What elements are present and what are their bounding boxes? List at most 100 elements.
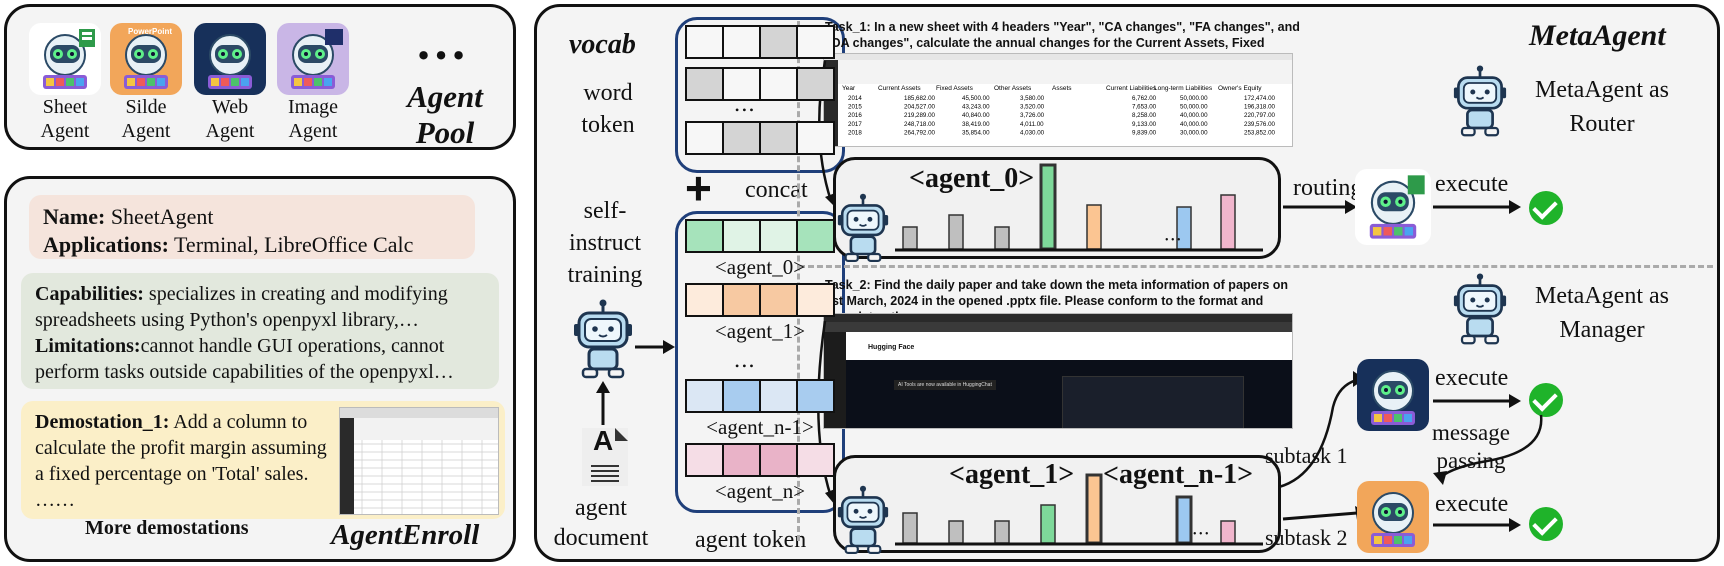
sheet-cell: 35,854.00 [962, 129, 990, 136]
word-token-row [685, 67, 835, 101]
sheet-header: Assets [1052, 85, 1072, 92]
web-agent-executor-icon [1357, 359, 1429, 431]
agent-token-label: <agent_n> [714, 479, 806, 503]
sheet-cell: 196,318.00 [1244, 104, 1276, 111]
agent-token-caption: agent token [695, 527, 807, 553]
message-passing-arrow [1433, 414, 1543, 485]
bar [902, 226, 918, 250]
sheet-cell: 30,000.00 [1180, 129, 1208, 136]
bar [1175, 495, 1193, 545]
bar [1039, 163, 1057, 251]
subtask-1-label: subtask 1 [1265, 443, 1348, 468]
sheet-cell: 50,000.00 [1180, 104, 1208, 111]
word-token-row [685, 25, 835, 59]
token-cell [761, 445, 798, 475]
word-token-row [685, 121, 835, 155]
sheet-cell: 3,520.00 [1020, 104, 1045, 111]
mini-toolbar [354, 418, 498, 440]
token-cell [724, 285, 761, 315]
doc-to-robot-arrow [596, 381, 610, 425]
sheet-cell: 7,653.00 [1132, 104, 1157, 111]
agent-token-label: <agent_n-1> [706, 415, 814, 439]
token-cell [798, 445, 833, 475]
bar [994, 520, 1010, 544]
task-2-browser-screenshot: Hugging Face AI Tools are now available … [823, 313, 1293, 429]
token-cell [798, 285, 833, 315]
sheet-cell: 9,133.00 [1132, 121, 1157, 128]
agent-token-row [685, 443, 835, 477]
sheet-cell: 45,500.00 [962, 95, 990, 102]
sheet-cell: 40,840.00 [962, 112, 990, 119]
document-glyph: A [593, 425, 614, 456]
sheet-cell: 2016 [848, 112, 862, 119]
routing-arrow [1283, 200, 1357, 214]
sheet-cell: 239,576.00 [1244, 121, 1276, 128]
powerpoint-logo-text: PowerPoint [128, 27, 173, 36]
token-cell [798, 123, 833, 153]
token-cell [798, 27, 833, 57]
token-cell [687, 123, 724, 153]
subtask-1-arrow [1278, 371, 1365, 489]
name-card: Name: SheetAgent Applications: Terminal,… [29, 195, 475, 259]
token-cell [724, 69, 761, 99]
router-agent0-label: <agent_0> [909, 163, 1035, 194]
execute-label-2: execute [1435, 365, 1509, 391]
bar-dots-1: • • • [1165, 235, 1181, 246]
mini-title-bar [340, 408, 498, 418]
image-agent-icon [277, 23, 349, 95]
concat-plus: + [685, 162, 712, 214]
token-cell [798, 221, 833, 251]
routing-label: routing [1293, 175, 1363, 201]
agent-document-icon [582, 428, 628, 486]
sheet-header: Other Assets [994, 85, 1032, 92]
sheet-header: Long-term Liabilities [1154, 85, 1213, 92]
token-cell [761, 123, 798, 153]
check-icon-1 [1529, 191, 1563, 225]
execute-arrow-1 [1433, 200, 1521, 214]
more-demostations: More demostations [85, 517, 249, 539]
sheet-cell: 253,852.00 [1244, 129, 1276, 136]
token-cell [724, 27, 761, 57]
token-cell [724, 221, 761, 251]
token-cell [724, 123, 761, 153]
routed-sheet-agent-icon [1355, 169, 1431, 245]
sheet-cell: 248,718.00 [904, 121, 936, 128]
mini-dock [340, 418, 354, 514]
capabilities-card: Capabilities: specializes in creating an… [21, 273, 499, 389]
bar [902, 512, 918, 544]
slide-agent-executor-icon [1357, 481, 1429, 553]
token-cell [798, 381, 833, 411]
toolbar [838, 60, 1292, 84]
meta-agent-title: MetaAgent [1529, 19, 1666, 52]
horizontal-dashed-divider [799, 265, 1713, 268]
agent-token-row [685, 283, 835, 317]
sheet-cell: 2017 [848, 121, 862, 128]
agent-enroll-title: AgentEnroll [331, 519, 480, 551]
agent-token-label: <agent_1> [714, 319, 806, 343]
token-cell [687, 221, 724, 251]
manager-box-robot-icon [837, 485, 889, 555]
agent-token-row [685, 219, 835, 253]
sheet-cell: 38,419.00 [962, 121, 990, 128]
vertical-dashed-divider [797, 21, 800, 541]
bar [1220, 520, 1236, 544]
sheet-cell: 2015 [848, 104, 862, 111]
web-agent-icon [194, 23, 266, 95]
bar [1085, 473, 1103, 545]
browser-address-bar [824, 322, 1292, 332]
token-cell [724, 381, 761, 411]
sheet-cell: 264,792.00 [904, 129, 936, 136]
sheet-cell: 172,474.00 [1244, 95, 1276, 102]
sheet-agent-icon [29, 23, 101, 95]
manager-agent1-label: <agent_1> [949, 459, 1075, 490]
title-bar [824, 54, 1292, 60]
sheet-cell: 6,762.00 [1132, 95, 1157, 102]
sheet-header: Current Assets [878, 85, 921, 92]
